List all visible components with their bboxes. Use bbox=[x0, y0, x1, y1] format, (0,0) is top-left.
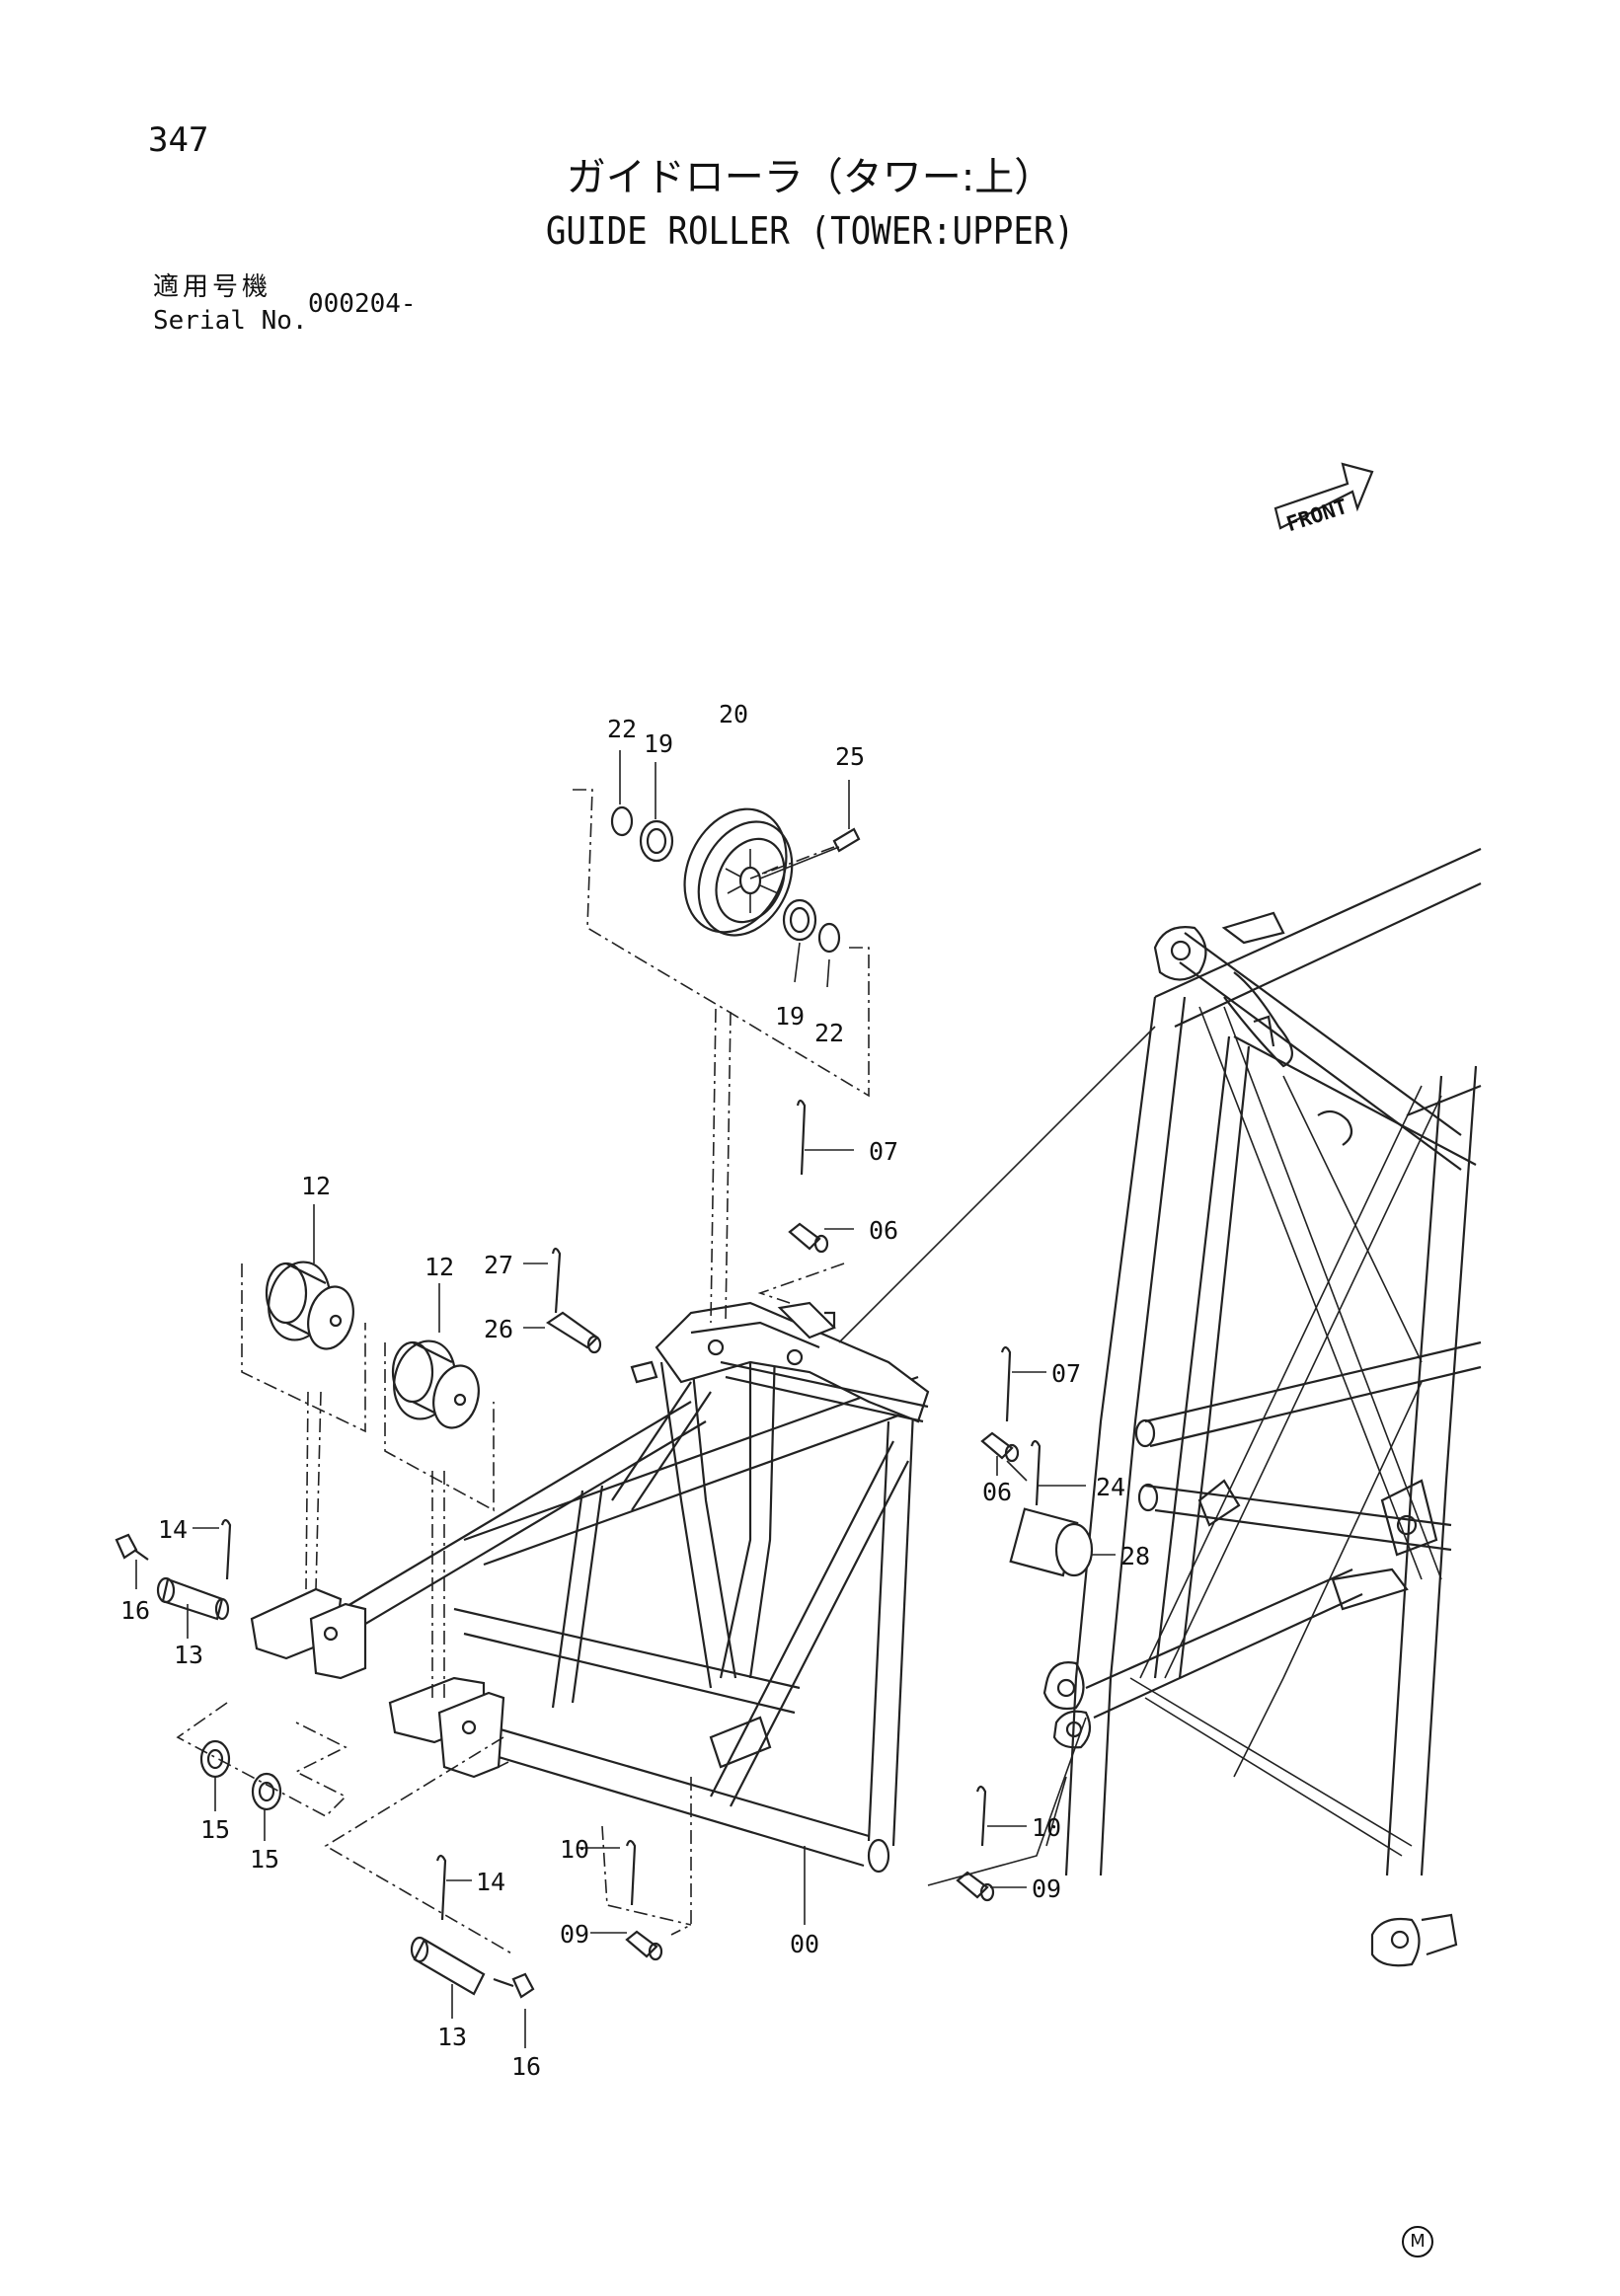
callout-12a: 12 bbox=[301, 1172, 331, 1200]
title-japanese: ガイドローラ（タワー:上） bbox=[566, 155, 1054, 200]
callout-15a: 15 bbox=[200, 1815, 230, 1844]
callout-09b: 09 bbox=[1032, 1875, 1061, 1903]
callout-25: 25 bbox=[835, 742, 865, 771]
callout-20: 20 bbox=[719, 700, 748, 728]
washer-15a bbox=[199, 1739, 231, 1779]
callout-13a: 13 bbox=[174, 1641, 203, 1669]
callout-00: 00 bbox=[790, 1930, 819, 1958]
callout-22b: 22 bbox=[814, 1019, 844, 1047]
bearing-19a bbox=[639, 819, 674, 863]
callout-16a: 16 bbox=[120, 1596, 150, 1625]
roller-frame-assembly bbox=[250, 1301, 930, 1874]
front-arrow-icon: FRONT bbox=[1273, 462, 1374, 536]
callout-15b: 15 bbox=[250, 1845, 279, 1874]
callout-19b: 19 bbox=[775, 1002, 805, 1031]
serial-label-japanese: 適用号機 bbox=[153, 272, 272, 302]
callout-10a: 10 bbox=[560, 1835, 589, 1864]
callout-14a: 14 bbox=[158, 1515, 188, 1544]
callout-22a: 22 bbox=[607, 715, 637, 743]
callout-10b: 10 bbox=[1032, 1813, 1061, 1842]
page-number: 347 bbox=[148, 120, 209, 160]
callout-27: 27 bbox=[484, 1251, 513, 1279]
callout-16b: 16 bbox=[511, 2052, 541, 2081]
small-parts bbox=[115, 1099, 1094, 1999]
callout-leaders bbox=[135, 750, 1116, 2048]
callout-07a: 07 bbox=[869, 1137, 898, 1166]
side-roller-right bbox=[391, 1339, 480, 1429]
serial-label-english: Serial No. bbox=[153, 306, 308, 336]
washer-15b bbox=[251, 1772, 282, 1811]
callout-13b: 13 bbox=[437, 2023, 467, 2051]
seal-ring-22a bbox=[610, 805, 634, 837]
callout-12b: 12 bbox=[424, 1253, 454, 1281]
title-english: GUIDE ROLLER (TOWER:UPPER) bbox=[545, 209, 1075, 253]
upper-guide-roller bbox=[610, 805, 861, 954]
exploded-view-guides bbox=[176, 789, 1156, 1955]
serial-number-value: 000204- bbox=[308, 289, 417, 319]
callout-06a: 06 bbox=[869, 1216, 898, 1245]
callout-14b: 14 bbox=[476, 1868, 505, 1896]
callout-06b: 06 bbox=[982, 1478, 1012, 1506]
seal-ring-22b bbox=[817, 922, 841, 954]
callout-28: 28 bbox=[1120, 1542, 1150, 1570]
side-roller-left bbox=[265, 1261, 354, 1350]
callout-labels: 22 19 20 25 19 22 07 06 12 12 27 26 07 0… bbox=[120, 700, 1150, 2081]
callout-09a: 09 bbox=[560, 1920, 589, 1949]
callout-19a: 19 bbox=[644, 729, 673, 758]
callout-24: 24 bbox=[1096, 1473, 1125, 1501]
callout-07b: 07 bbox=[1051, 1359, 1081, 1388]
callout-26: 26 bbox=[484, 1315, 513, 1343]
manufacturer-mark: M bbox=[1402, 2226, 1433, 2258]
bearing-19b bbox=[782, 898, 817, 942]
tower-frame bbox=[1042, 847, 1482, 1967]
